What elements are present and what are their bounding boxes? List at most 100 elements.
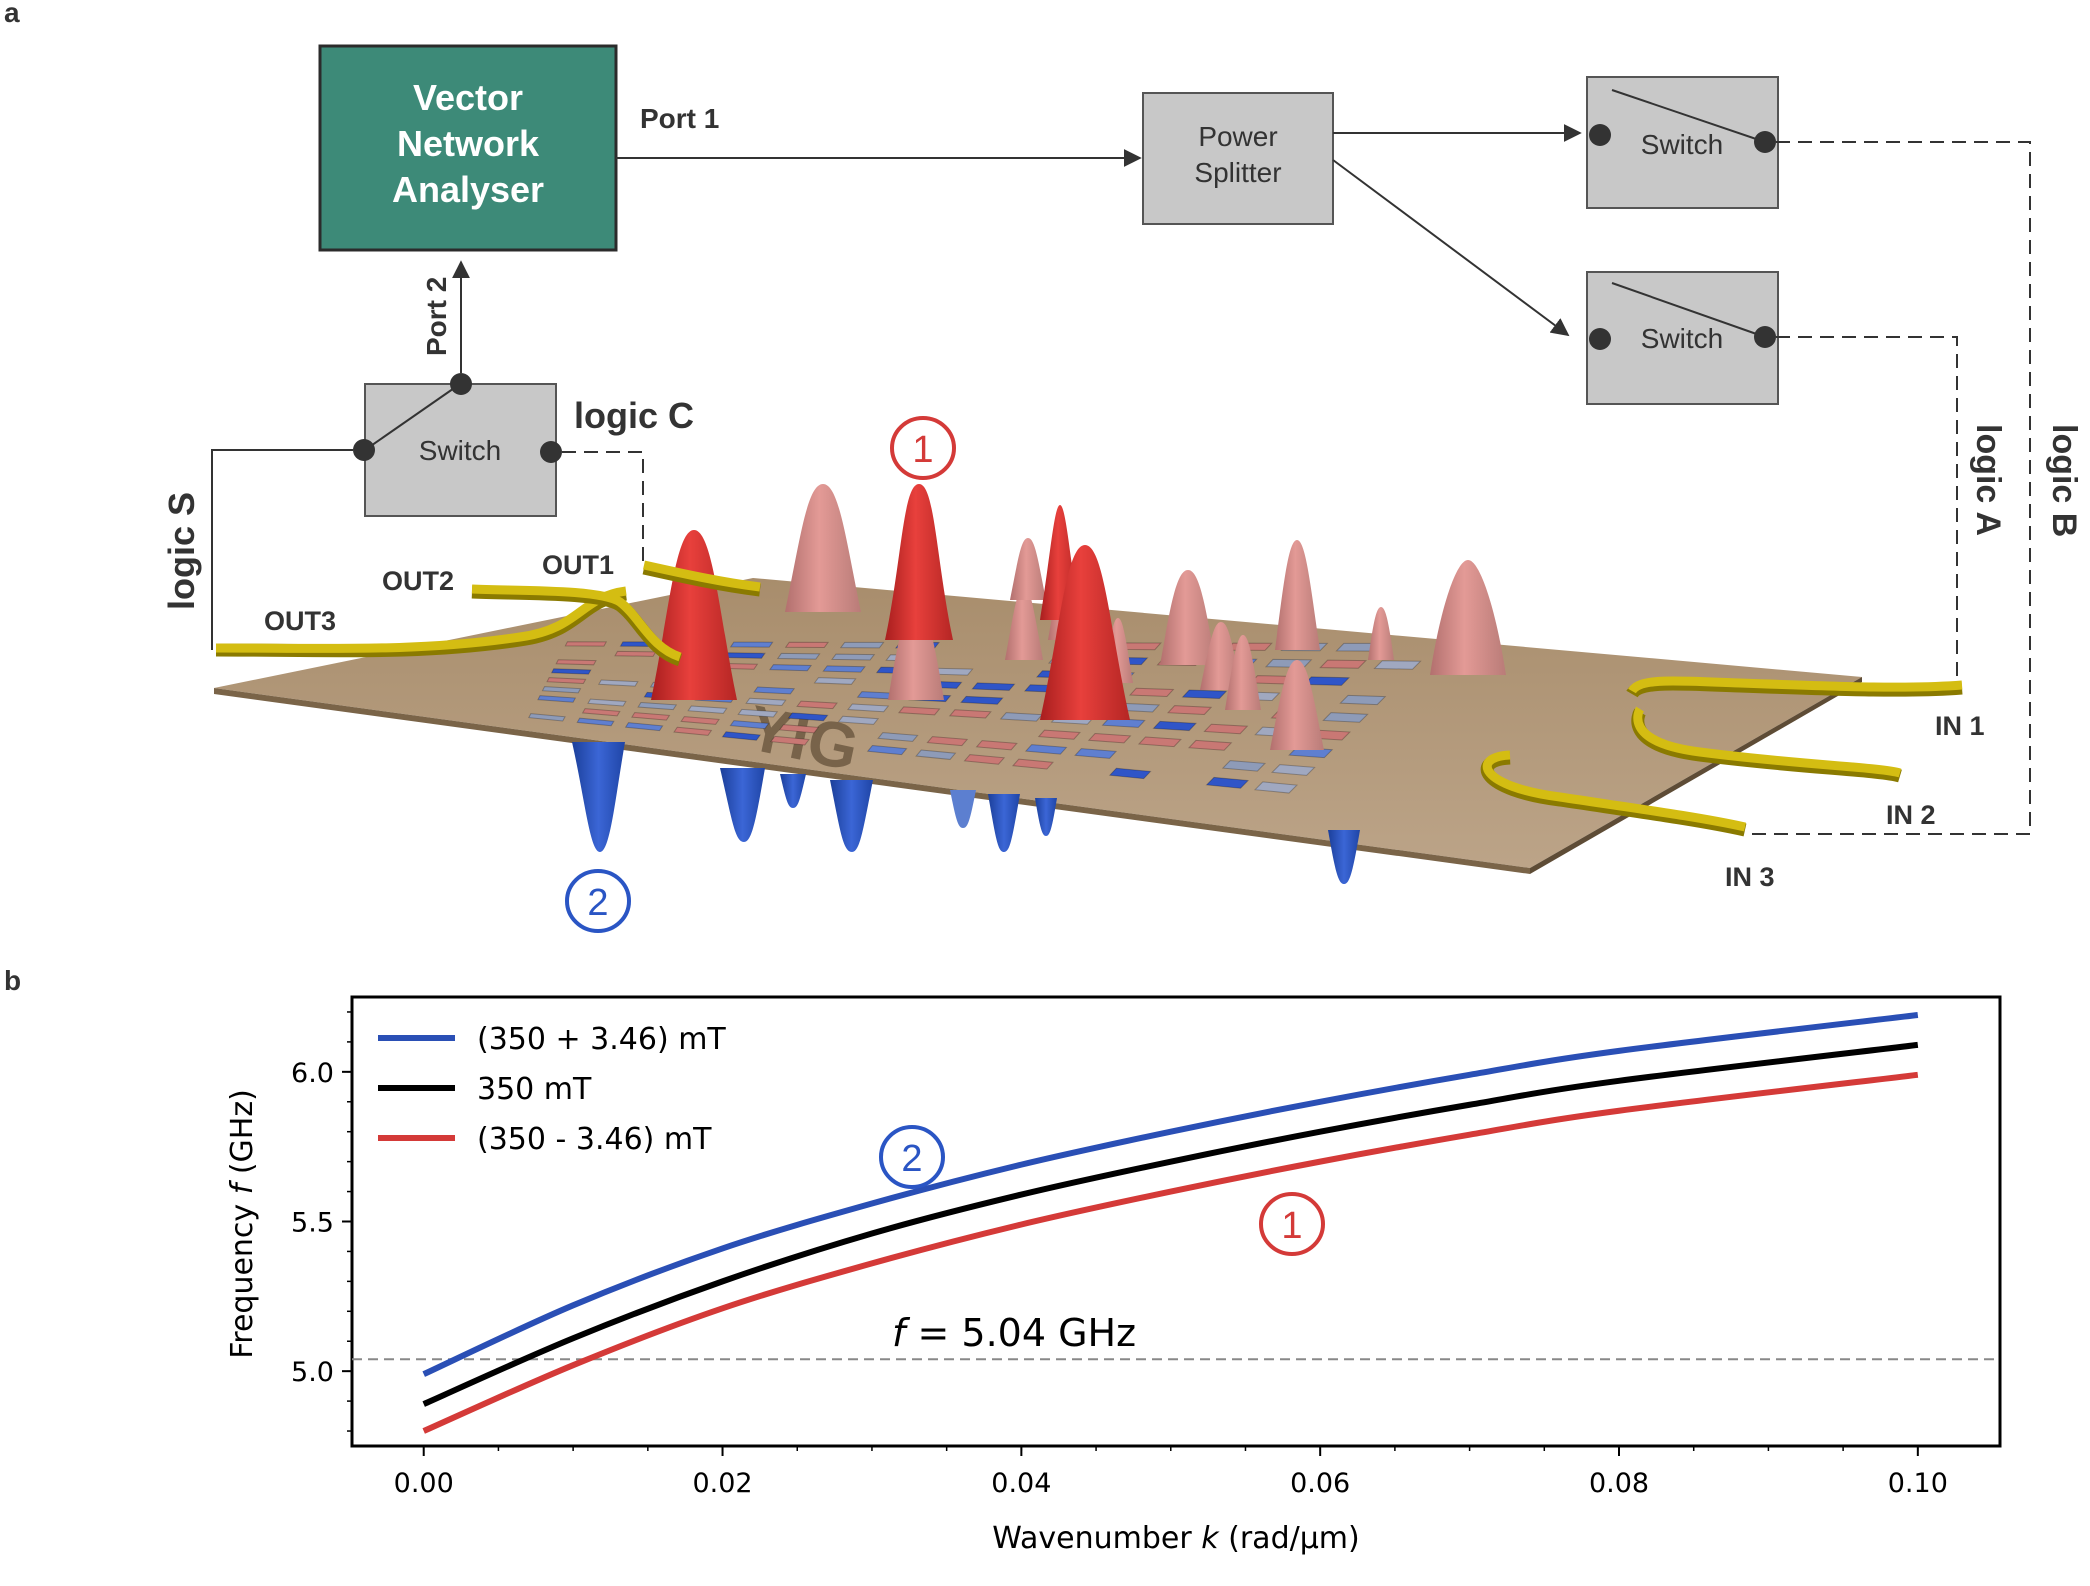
svg-text:2: 2 xyxy=(587,882,608,924)
grid-tile xyxy=(768,664,813,672)
grid-tile xyxy=(673,726,713,736)
grid-tile xyxy=(822,665,866,673)
svg-text:1: 1 xyxy=(1281,1205,1302,1247)
vector-network-analyser xyxy=(318,44,618,252)
legend-label: (350 + 3.46) mT xyxy=(477,1022,726,1057)
x-tick-label: 0.00 xyxy=(394,1468,454,1499)
power-splitter xyxy=(1142,92,1334,225)
out2-label: OUT2 xyxy=(382,566,454,596)
series-line xyxy=(422,1041,1919,1407)
switch-1: Switch xyxy=(1586,76,1779,209)
grid-tile xyxy=(784,641,830,649)
panel-a-label: a xyxy=(4,0,20,28)
svg-text:1: 1 xyxy=(912,429,933,471)
blue-peaks xyxy=(572,742,1360,884)
svg-text:2: 2 xyxy=(901,1138,922,1180)
plot-frame xyxy=(350,995,2002,1448)
series-line xyxy=(422,1071,1919,1434)
logic-b-label: logic B xyxy=(2045,424,2083,537)
logic-a-label: logic A xyxy=(1969,424,2007,536)
panel-a: a Vector Network Analyser Port 1 Power S… xyxy=(4,0,2083,933)
grid-tile xyxy=(1101,717,1146,728)
grid-tile xyxy=(637,701,678,711)
grid-tile xyxy=(564,641,608,647)
grid-tile xyxy=(776,652,821,660)
x-tick-label: 0.08 xyxy=(1589,1468,1649,1499)
grid-tile xyxy=(839,641,885,649)
logic-s-line xyxy=(211,449,353,650)
grid-tile xyxy=(537,695,577,703)
grid-tile xyxy=(1181,689,1228,700)
grid-tile xyxy=(1074,748,1118,759)
grid-tile xyxy=(796,700,838,710)
grid-tile xyxy=(787,712,829,722)
grid-tile xyxy=(778,724,820,734)
logic-b-line xyxy=(1748,141,2031,835)
grid-tile xyxy=(1024,744,1068,755)
grid-tile xyxy=(753,686,796,695)
switch-1-label: Switch xyxy=(1641,129,1723,160)
logic-c-line xyxy=(562,451,644,568)
frequency-annotation: f = 5.04 GHz xyxy=(892,1311,1136,1355)
grid-tile xyxy=(1128,687,1175,697)
series-lines xyxy=(352,1011,2000,1434)
grid-tile xyxy=(1302,676,1351,686)
y-tick-label: 6.0 xyxy=(291,1058,334,1089)
grid-tile xyxy=(614,650,657,657)
in1-label: IN 1 xyxy=(1935,711,1985,741)
logic-s-label: logic S xyxy=(161,492,202,610)
vna-label-line3: Analyser xyxy=(392,169,544,210)
grid-tile xyxy=(581,708,621,717)
grid-tile xyxy=(897,706,941,716)
grid-tile xyxy=(1203,723,1249,735)
grid-tile xyxy=(1108,767,1152,780)
red-peaks xyxy=(651,484,1506,750)
grid-tile xyxy=(1271,764,1316,776)
splitter-label-line2: Splitter xyxy=(1194,157,1281,188)
grid-tile xyxy=(960,695,1004,705)
grid-tile xyxy=(948,709,992,719)
grid-tile xyxy=(837,715,880,725)
grid-tile xyxy=(926,736,969,747)
port2-label: Port 2 xyxy=(421,277,452,356)
grid-tile xyxy=(1253,781,1299,794)
grid-tile xyxy=(745,697,787,706)
y-tick-label: 5.5 xyxy=(291,1208,334,1239)
panel-b-label: b xyxy=(4,965,21,996)
grid-tile xyxy=(1339,694,1387,706)
grid-tile xyxy=(624,722,664,732)
grid-tile xyxy=(546,677,587,685)
vna-label-line2: Network xyxy=(397,123,540,164)
logic-c-label: logic C xyxy=(574,395,694,436)
out3-label: OUT3 xyxy=(264,606,336,636)
waveguides xyxy=(215,560,1963,837)
grid-tile xyxy=(680,716,720,725)
grid-tile xyxy=(769,735,810,746)
grid-tile xyxy=(831,653,876,661)
grid-tile xyxy=(1166,705,1213,716)
grid-tile xyxy=(541,686,582,694)
in2-label: IN 2 xyxy=(1886,800,1936,830)
grid-tile xyxy=(847,703,890,713)
grid-tile xyxy=(1205,776,1250,789)
splitter-to-switch2-arrow xyxy=(1332,159,1570,337)
switch-2-label: Switch xyxy=(1641,323,1723,354)
grid-tile xyxy=(866,744,908,756)
grid-tile xyxy=(729,720,770,730)
grid-tile xyxy=(1322,712,1369,723)
switch-c: Switch xyxy=(353,373,562,517)
grid-tile xyxy=(1373,660,1422,670)
x-tick-label: 0.06 xyxy=(1290,1468,1350,1499)
grid-tile xyxy=(576,717,615,727)
legend-label: (350 - 3.46) mT xyxy=(477,1122,712,1157)
grid-tile xyxy=(1037,729,1081,740)
grid-tile xyxy=(687,705,728,714)
grid-tile xyxy=(813,677,857,685)
x-tick-label: 0.02 xyxy=(692,1468,752,1499)
marker-1-panel-a: 1 xyxy=(890,416,956,480)
grid-tile xyxy=(1011,758,1054,770)
yig-substrate: YIG xyxy=(214,578,1862,874)
